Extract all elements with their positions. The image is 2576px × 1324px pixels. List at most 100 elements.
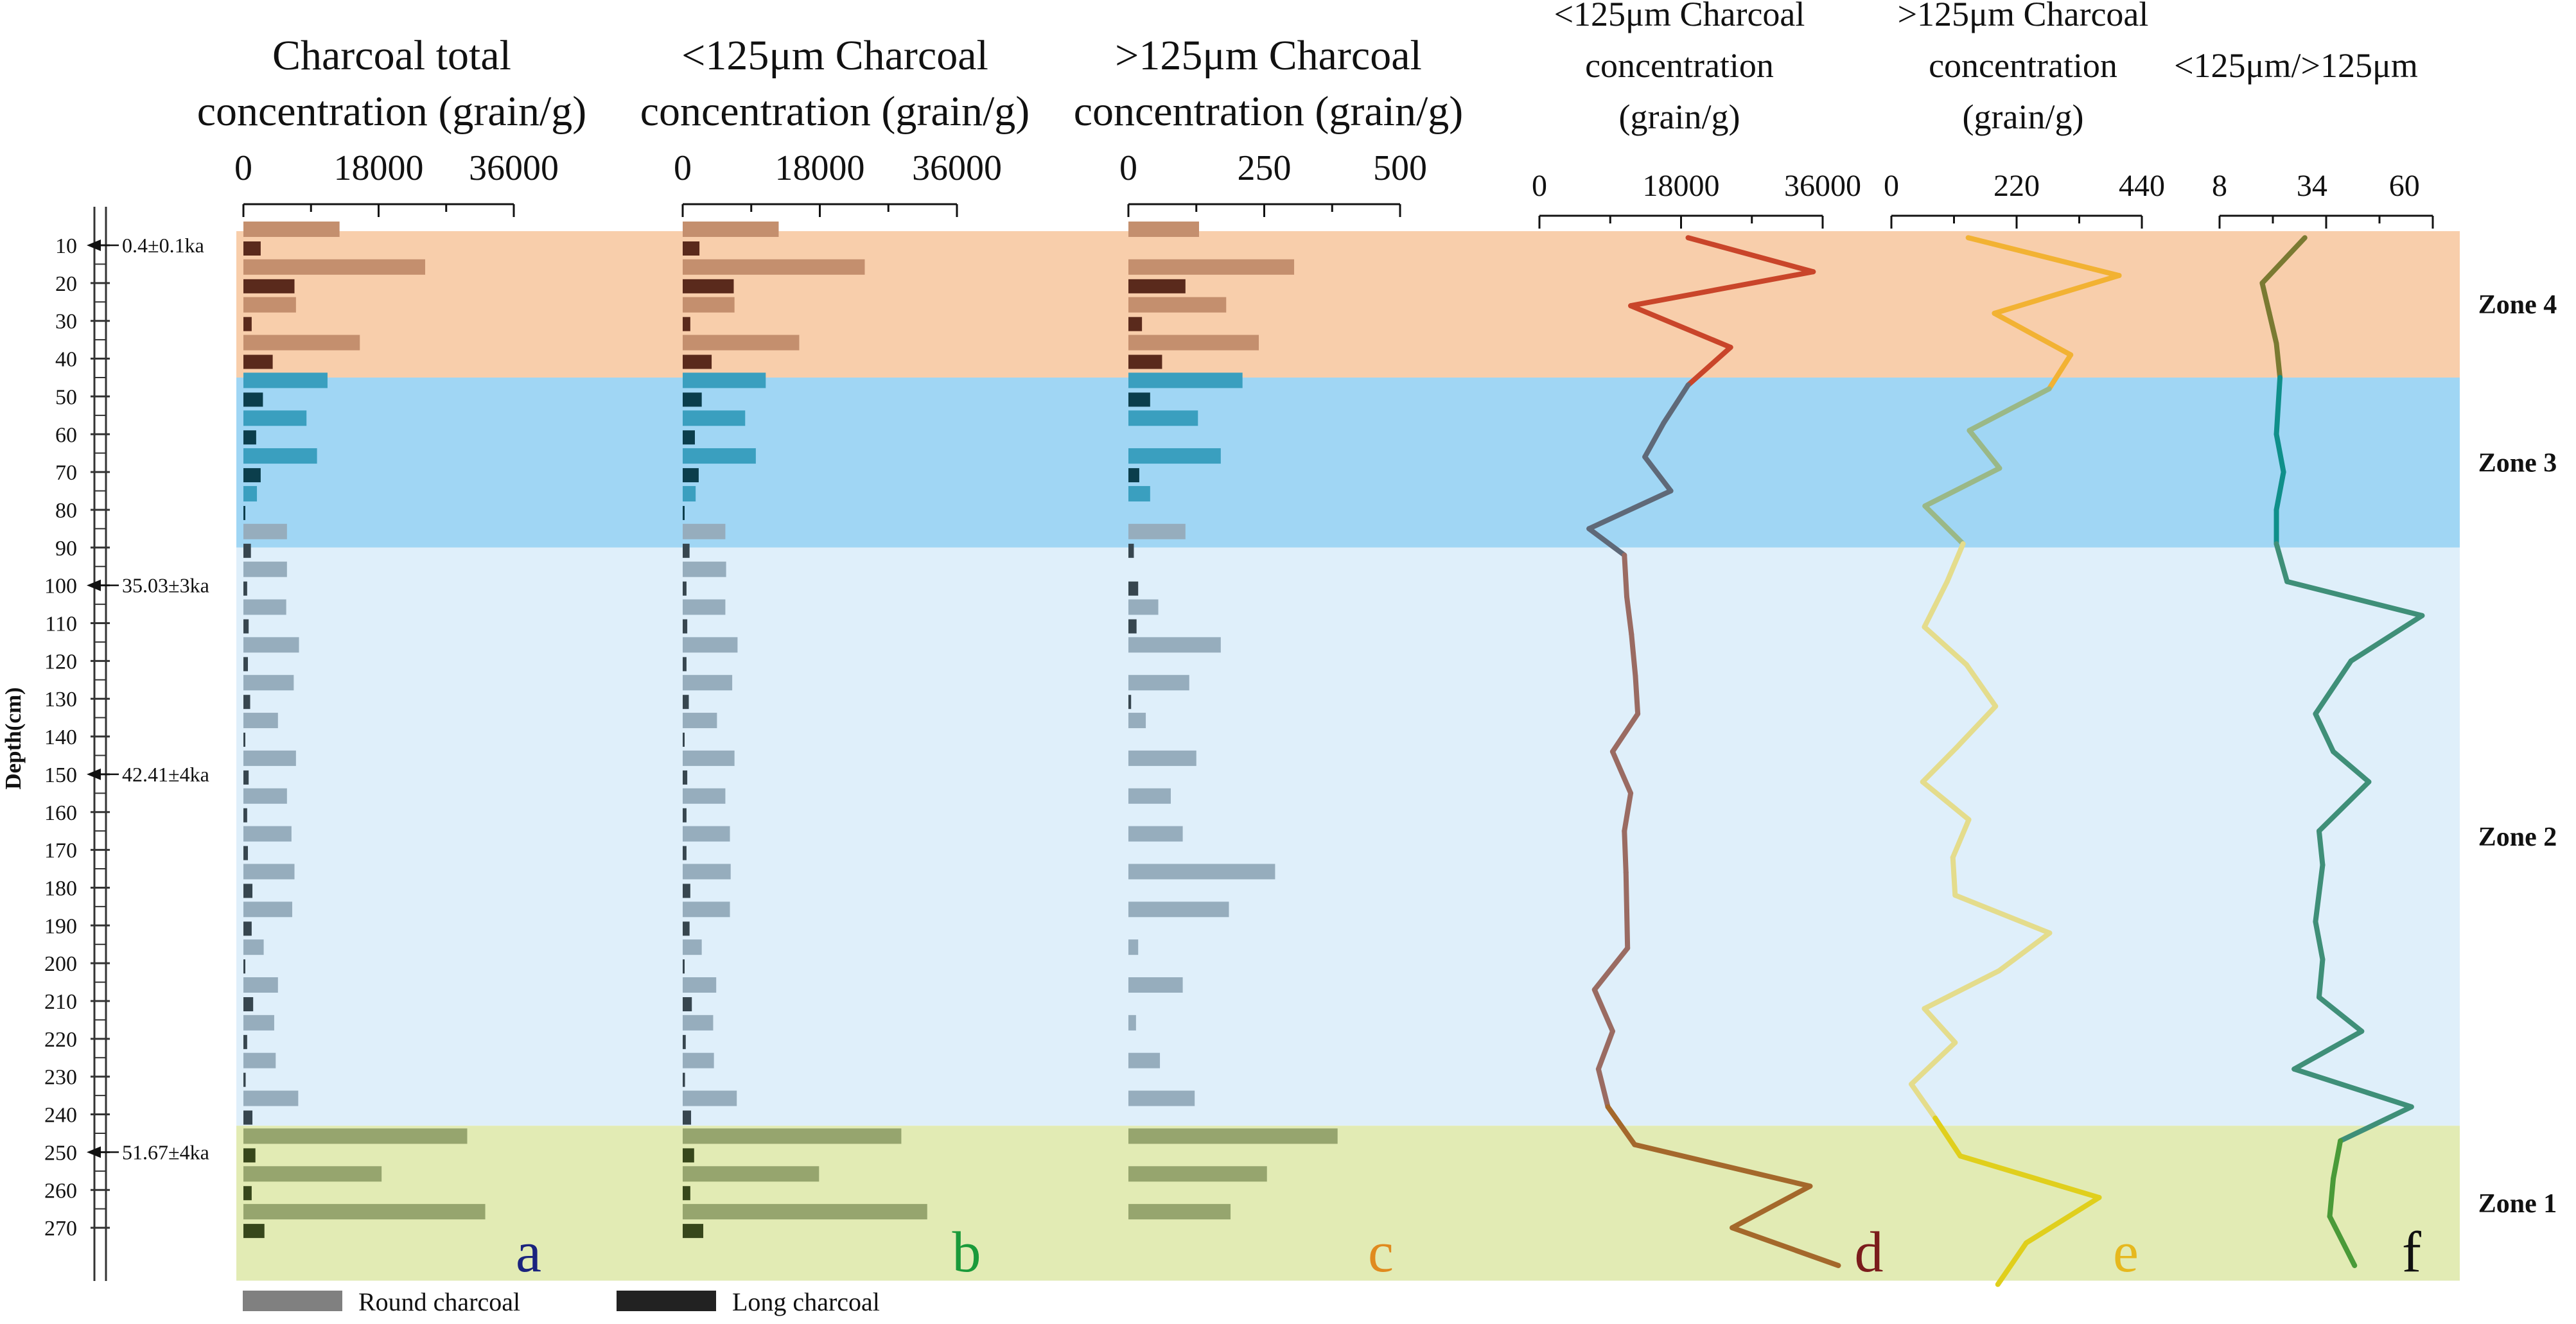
series-line-segment bbox=[1967, 428, 2002, 471]
depth-tick-label: 210 bbox=[44, 990, 77, 1014]
panel-title: <125μm Charcoal bbox=[681, 32, 988, 79]
zone-bands bbox=[236, 231, 2460, 1281]
series-line-segment bbox=[1909, 1040, 1958, 1087]
series-line-segment bbox=[1628, 303, 1733, 350]
series-line-segment bbox=[1730, 1183, 1813, 1231]
bar-round bbox=[1128, 977, 1183, 993]
bar-long bbox=[683, 733, 685, 747]
bar-round bbox=[1128, 1015, 1136, 1031]
series-line-segment bbox=[1964, 662, 1999, 709]
series-line-segment bbox=[1633, 673, 1641, 717]
bar-round bbox=[683, 1052, 714, 1068]
bar-round bbox=[1128, 675, 1189, 691]
series-line-segment bbox=[1595, 1029, 1615, 1072]
bar-round bbox=[683, 713, 717, 729]
series-line-segment bbox=[2348, 613, 2425, 664]
series-line-segment bbox=[1922, 968, 2002, 1011]
series-line-segment bbox=[2274, 541, 2290, 584]
bar-long bbox=[243, 997, 254, 1011]
bar-round bbox=[683, 222, 779, 237]
panel-letter: e bbox=[2113, 1221, 2139, 1284]
zone-band-3 bbox=[236, 547, 2460, 1126]
depth-tick-label: 200 bbox=[44, 952, 77, 976]
bar-round bbox=[243, 977, 278, 993]
bar-round bbox=[243, 1166, 382, 1182]
bar-long bbox=[683, 921, 690, 936]
panel-title: concentration (grain/g) bbox=[640, 88, 1030, 135]
legend-long-label: Long charcoal bbox=[732, 1287, 880, 1316]
bar-long bbox=[243, 1148, 256, 1163]
age-label: 35.03±3ka bbox=[122, 574, 209, 597]
series-line-segment bbox=[2331, 1138, 2344, 1181]
bar-round bbox=[683, 1204, 927, 1220]
bar-round bbox=[243, 902, 293, 918]
bar-long bbox=[243, 695, 250, 710]
bar-round bbox=[1128, 750, 1196, 766]
depth-tick-label: 220 bbox=[44, 1028, 77, 1052]
x-tick-label: 0 bbox=[1532, 169, 1547, 203]
bar-long bbox=[243, 1072, 246, 1087]
bar-long bbox=[1128, 695, 1132, 710]
depth-tick-label: 30 bbox=[55, 310, 77, 334]
bar-round bbox=[683, 259, 865, 275]
depth-tick-label: 80 bbox=[55, 499, 77, 523]
bar-long bbox=[683, 468, 699, 483]
bar-round bbox=[1128, 335, 1259, 351]
bar-long bbox=[1128, 354, 1162, 369]
series-line-segment bbox=[2327, 1176, 2336, 1219]
bar-long bbox=[683, 884, 690, 898]
bar-round bbox=[1128, 222, 1199, 237]
age-arrow-icon bbox=[87, 579, 101, 591]
bar-long bbox=[243, 1034, 247, 1049]
x-tick-label: 440 bbox=[2119, 169, 2165, 203]
bar-round bbox=[1128, 1128, 1338, 1144]
panel-letter: b bbox=[952, 1221, 981, 1284]
series-line-segment bbox=[1922, 624, 1969, 668]
bar-round bbox=[1128, 826, 1183, 842]
bar-long bbox=[243, 808, 247, 823]
bar-long bbox=[683, 581, 687, 596]
series-line-segment bbox=[1967, 386, 2052, 433]
bar-round bbox=[243, 939, 264, 955]
series-line-segment bbox=[2316, 828, 2326, 868]
series-line-segment bbox=[1623, 869, 1629, 913]
series-line-segment bbox=[1920, 745, 1959, 785]
depth-tick-label: 100 bbox=[44, 575, 77, 598]
bar-round bbox=[243, 410, 307, 426]
series-line-segment bbox=[1922, 503, 1966, 546]
bar-round bbox=[243, 637, 299, 653]
bar-round bbox=[1128, 485, 1150, 501]
series-line-segment bbox=[1950, 855, 1958, 898]
depth-tick-label: 150 bbox=[44, 763, 77, 787]
depth-axis: 1020304050607080901001101201301401501601… bbox=[44, 207, 209, 1281]
bar-round bbox=[1128, 788, 1171, 804]
bar-round bbox=[243, 1204, 486, 1220]
depth-tick-label: 260 bbox=[44, 1179, 77, 1203]
panel-letter: f bbox=[2402, 1221, 2421, 1284]
bar-round bbox=[683, 410, 746, 426]
bar-round bbox=[243, 523, 287, 539]
age-arrow-icon bbox=[87, 240, 101, 251]
bar-round bbox=[683, 297, 735, 313]
series-line-segment bbox=[2291, 1029, 2365, 1072]
depth-tick-label: 230 bbox=[44, 1066, 77, 1090]
bar-long bbox=[243, 581, 247, 596]
bar-round bbox=[683, 788, 726, 804]
bar-long bbox=[243, 884, 253, 898]
series-line-segment bbox=[1920, 779, 1972, 823]
bar-round bbox=[243, 1090, 299, 1106]
x-tick-label: 0 bbox=[1119, 148, 1137, 188]
bar-long bbox=[683, 695, 689, 710]
panel-title: >125μm Charcoal bbox=[1898, 0, 2149, 33]
depth-tick-label: 130 bbox=[44, 688, 77, 711]
x-tick-label: 36000 bbox=[469, 148, 559, 188]
x-tick-label: 8 bbox=[2212, 169, 2227, 203]
depth-tick-label: 190 bbox=[44, 914, 77, 938]
